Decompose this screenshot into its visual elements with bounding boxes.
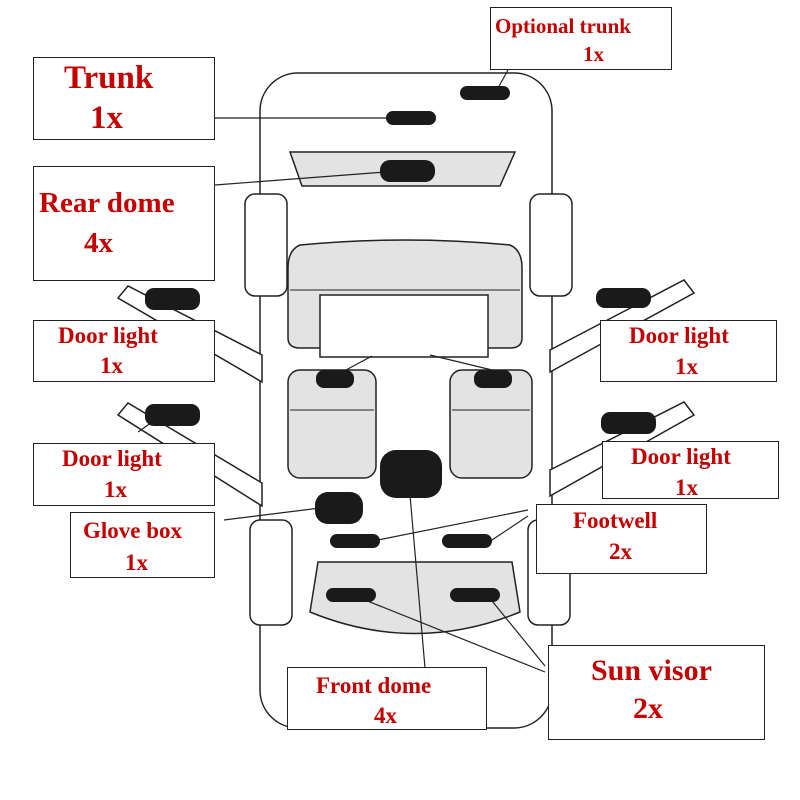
label-rear-dome-name: Rear dome	[39, 187, 175, 219]
label-glove-box-qty: 1x	[125, 550, 148, 575]
label-glove-box-name: Glove box	[83, 518, 183, 543]
bulb-optional-trunk	[460, 86, 510, 100]
bulb-glove-box	[315, 492, 363, 524]
label-glove-box: Glove box 1x	[70, 512, 215, 578]
bulb-front-dome	[380, 450, 442, 498]
label-trunk-qty: 1x	[90, 100, 123, 136]
label-optional-trunk-name: Optional trunk	[495, 14, 631, 38]
label-door-light-rear-right-name: Door light	[629, 323, 729, 348]
label-door-light-rear-right: Door light 1x	[600, 320, 777, 382]
label-door-light-front-right: Door light 1x	[602, 441, 779, 500]
bulb-door-front-right	[601, 412, 656, 434]
label-sun-visor-qty: 2x	[633, 692, 663, 725]
bulb-seat-right	[474, 370, 512, 388]
bulb-seat-left	[316, 370, 354, 388]
label-rear-dome: Rear dome 4x	[33, 166, 215, 281]
label-sun-visor-name: Sun visor	[591, 654, 712, 687]
label-footwell: Footwell 2x	[536, 504, 707, 574]
label-door-light-rear-left: Door light 1x	[33, 320, 215, 382]
bulb-rear-dome	[380, 160, 435, 182]
label-optional-trunk: Optional trunk 1x	[490, 7, 672, 70]
label-front-dome: Front dome 4x	[287, 667, 487, 730]
rear-seat-console	[319, 294, 489, 358]
bulb-sun-visor-left	[326, 588, 376, 602]
bulb-door-rear-right	[596, 288, 651, 308]
label-door-light-rear-left-qty: 1x	[100, 353, 123, 378]
label-door-light-front-right-name: Door light	[631, 444, 731, 469]
label-optional-trunk-qty: 1x	[583, 42, 604, 66]
label-footwell-name: Footwell	[573, 508, 658, 533]
label-door-light-rear-right-qty: 1x	[675, 354, 698, 379]
label-footwell-qty: 2x	[609, 539, 632, 564]
label-trunk-name: Trunk	[64, 60, 154, 96]
bulb-door-rear-left	[145, 288, 200, 310]
label-door-light-front-right-qty: 1x	[675, 475, 698, 500]
label-rear-dome-qty: 4x	[84, 227, 113, 259]
bulb-footwell-right	[442, 534, 492, 548]
label-trunk: Trunk 1x	[33, 57, 215, 140]
label-door-light-front-left: Door light 1x	[33, 443, 215, 506]
wheel-rear-left	[244, 193, 288, 297]
label-door-light-front-left-qty: 1x	[104, 477, 127, 502]
label-door-light-front-left-name: Door light	[62, 446, 162, 471]
bulb-sun-visor-right	[450, 588, 500, 602]
wheel-rear-right	[529, 193, 573, 297]
bulb-trunk	[386, 111, 436, 125]
wheel-front-left	[249, 519, 293, 626]
label-front-dome-name: Front dome	[316, 673, 432, 698]
label-door-light-rear-left-name: Door light	[58, 323, 158, 348]
label-front-dome-qty: 4x	[374, 703, 397, 728]
bulb-door-front-left	[145, 404, 200, 426]
bulb-footwell-left	[330, 534, 380, 548]
label-sun-visor: Sun visor 2x	[548, 645, 765, 740]
